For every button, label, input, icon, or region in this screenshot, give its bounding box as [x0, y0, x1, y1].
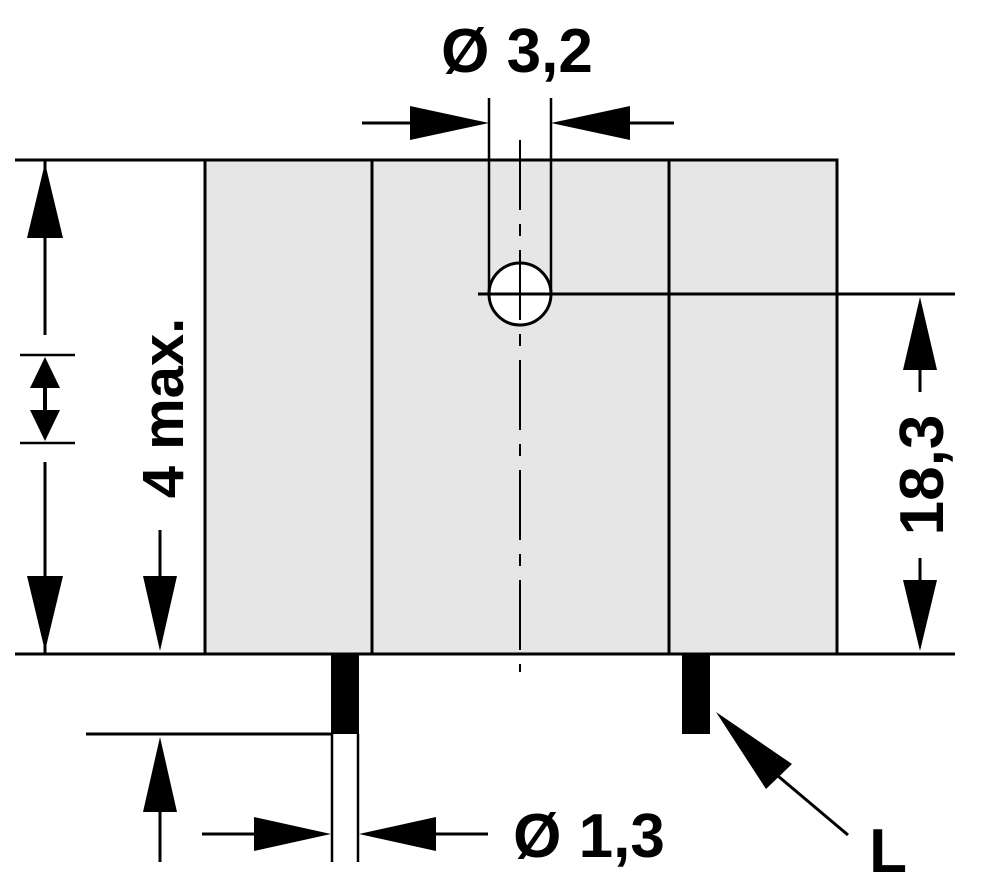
pin-callout-arrow: [716, 712, 792, 789]
hole-diameter-label: Ø 3,2: [441, 17, 593, 86]
overall-height-dimension: [15, 158, 205, 656]
pin-callout: L: [716, 712, 907, 886]
solder-pins: [331, 654, 710, 734]
pin-length-arrow: [143, 737, 177, 812]
hole-dim-arrow-left: [410, 106, 489, 140]
height-arrow-top: [27, 163, 63, 238]
pin-dim-arrow-right: [359, 817, 436, 851]
max-height-callout: 4 max.: [131, 318, 196, 651]
hole-position-label: 18,3: [888, 415, 957, 536]
pitch-arrow-down: [30, 410, 60, 441]
hole-pos-arrow-bottom: [903, 580, 937, 651]
pin-diameter-label: Ø 1,3: [513, 802, 665, 871]
pin-left: [331, 654, 359, 734]
pin-diameter-dimension: Ø 1,3: [202, 734, 665, 871]
hole-position-dimension: 18,3: [478, 292, 957, 656]
pin-callout-leader: [777, 774, 849, 837]
max-height-label: 4 max.: [131, 318, 196, 499]
pin-length-dimension: [86, 732, 332, 862]
pin-callout-label: L: [869, 817, 907, 886]
hole-pos-arrow-top: [903, 297, 937, 370]
hole-dim-arrow-right: [551, 106, 630, 140]
pin-right: [682, 654, 710, 734]
pitch-arrow-up: [30, 357, 60, 388]
max-height-arrow: [143, 576, 177, 651]
pin-dim-arrow-left: [254, 817, 331, 851]
small-pitch-dimension: [20, 353, 75, 445]
height-arrow-bottom: [27, 576, 63, 651]
hole-diameter-dimension: Ø 3,2: [362, 17, 674, 294]
